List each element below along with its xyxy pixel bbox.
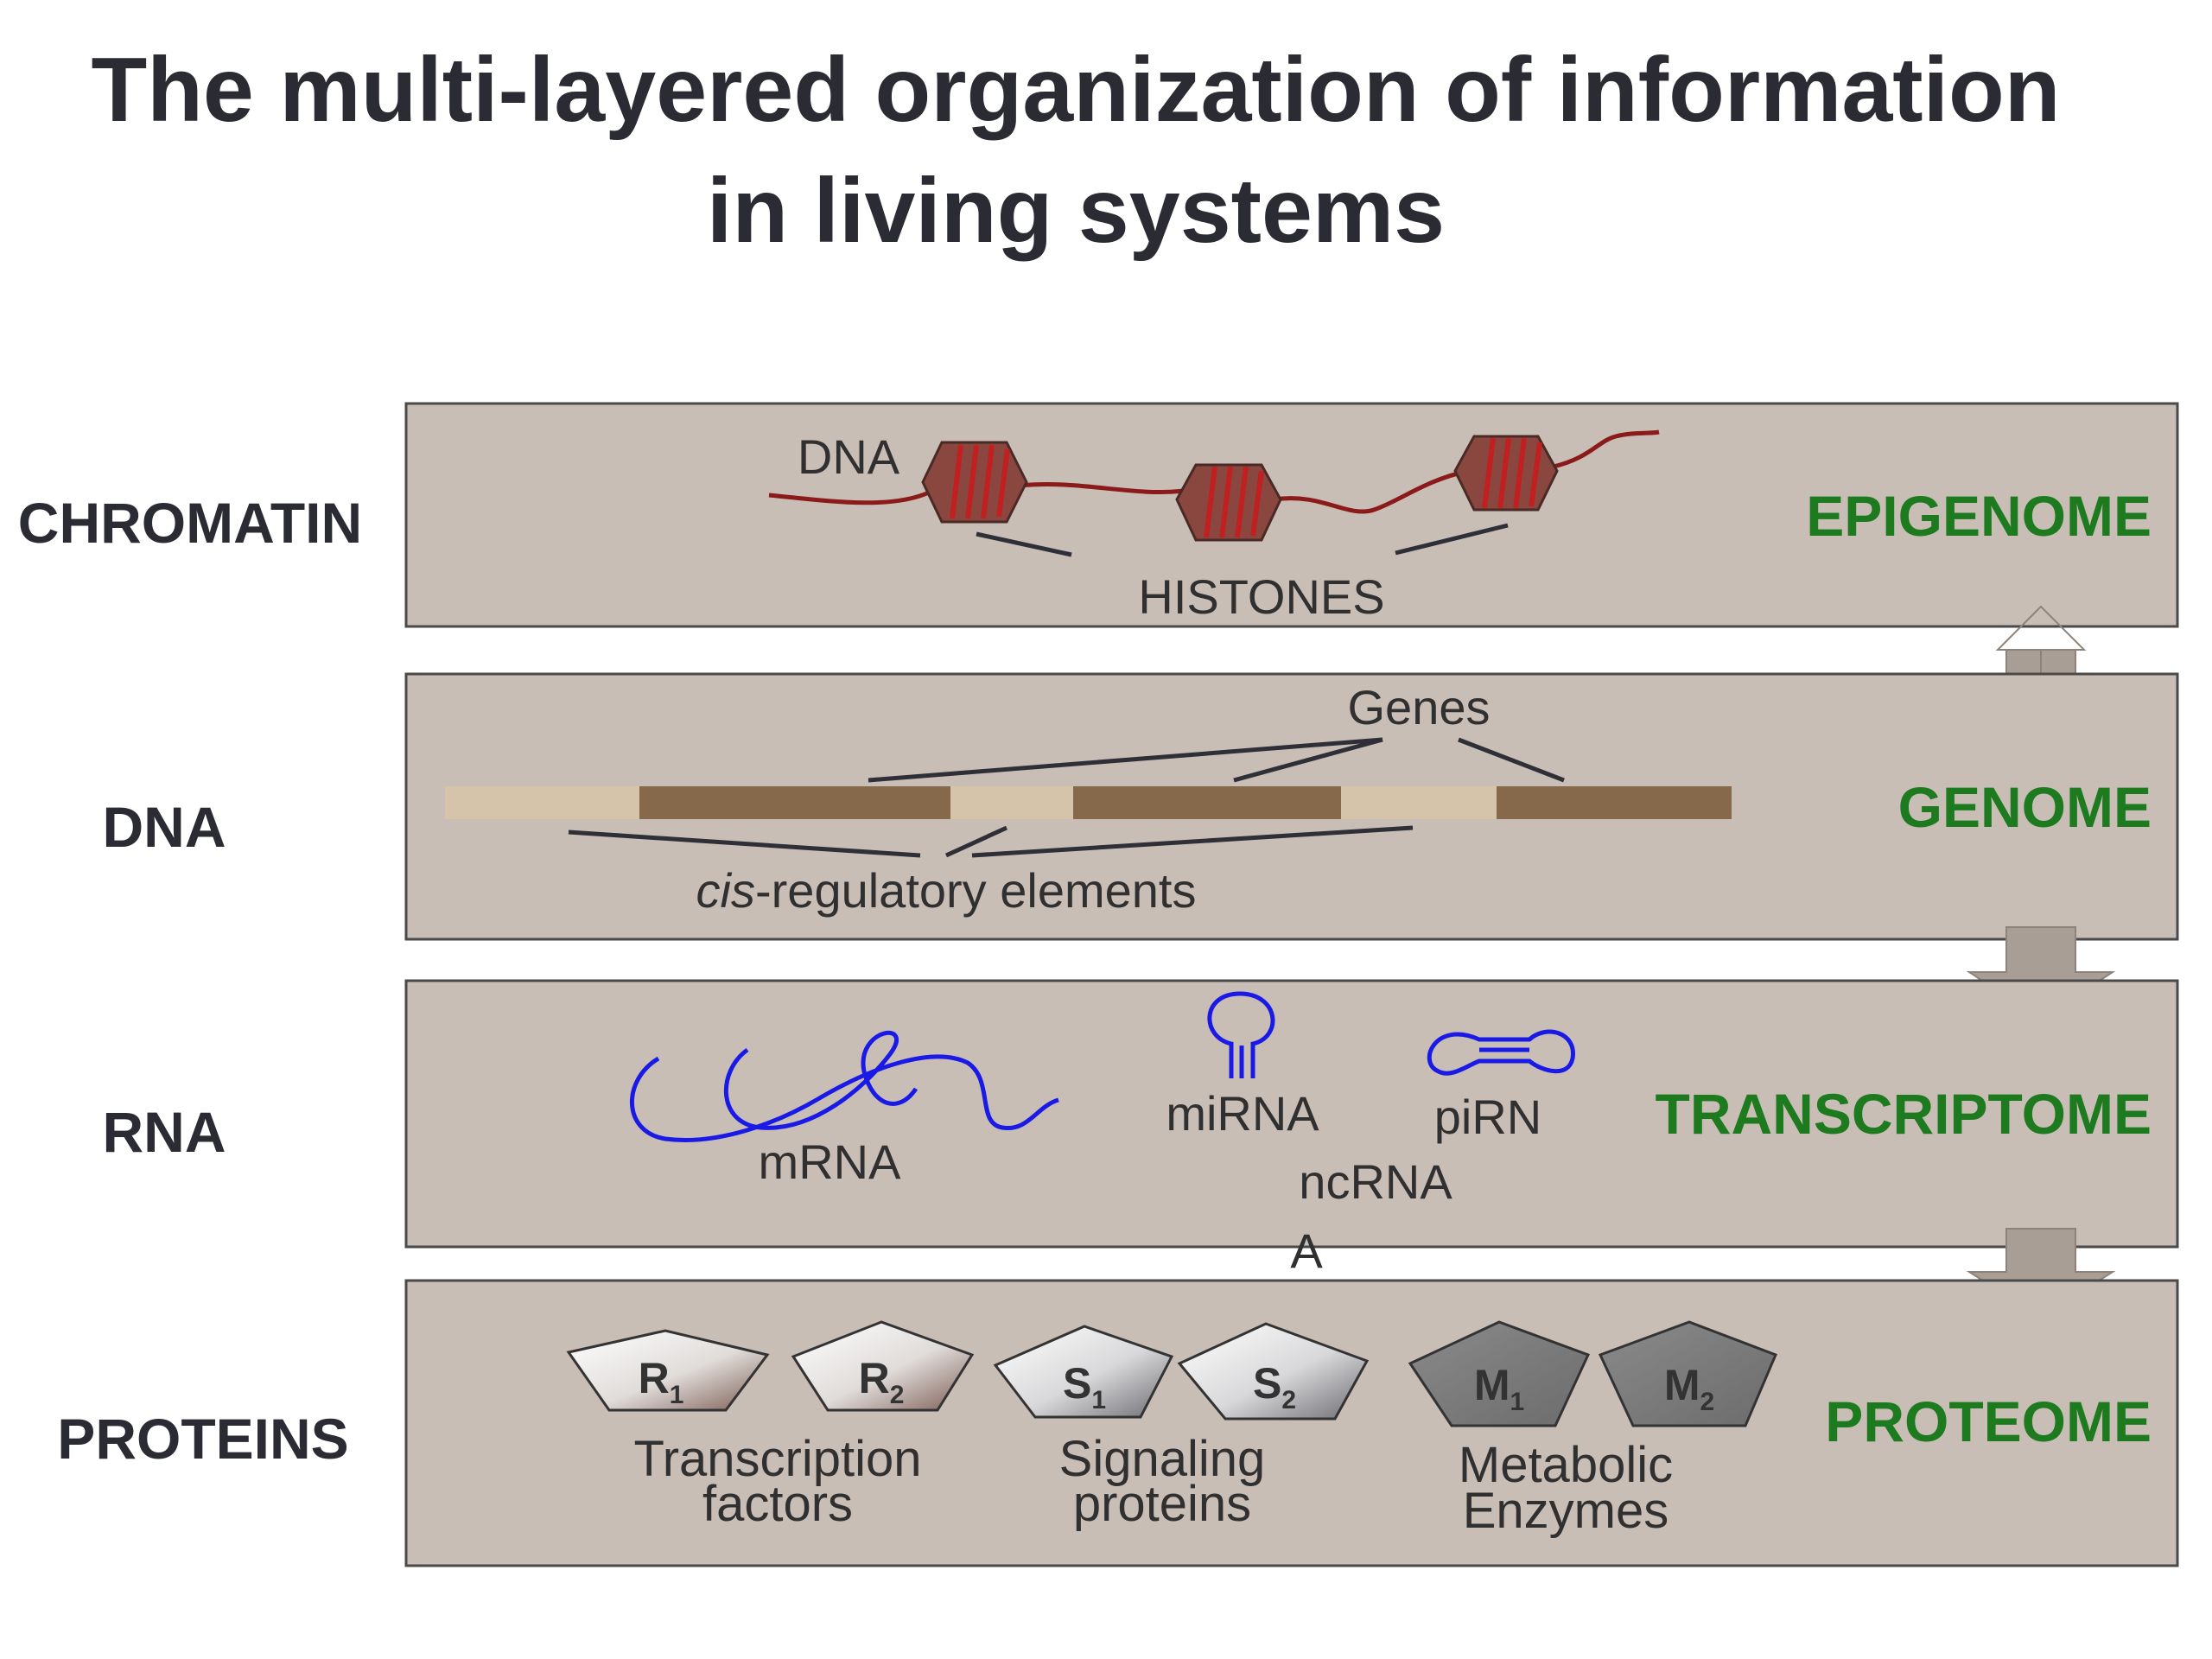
regulatory-segment-3 bbox=[1341, 786, 1497, 819]
svg-text:M1: M1 bbox=[1474, 1361, 1524, 1416]
chromatin-layer: CHROMATIN EPIGENOME DNA HISTONES bbox=[18, 402, 2179, 628]
svg-text:R1: R1 bbox=[639, 1354, 684, 1409]
metabolic-enzymes-label-line-2: Enzymes bbox=[1463, 1483, 1669, 1539]
transcription-factors-label-line-1: Transcription bbox=[633, 1431, 921, 1487]
pirna-label: piRN bbox=[1434, 1090, 1541, 1144]
protein-r2: R2 bbox=[791, 1320, 975, 1412]
gene-block-3 bbox=[1497, 786, 1732, 819]
transcriptome-label: TRANSCRIPTOME bbox=[1656, 1082, 2152, 1146]
svg-text:S2: S2 bbox=[1253, 1359, 1296, 1414]
cis-regulatory-label: cis-regulatory elements bbox=[696, 863, 1197, 918]
epigenome-label: EPIGENOME bbox=[1806, 484, 2152, 548]
svg-text:S1: S1 bbox=[1063, 1359, 1106, 1414]
signaling-proteins-label-line-2: proteins bbox=[1073, 1476, 1251, 1532]
genes-pointer-1 bbox=[868, 737, 1383, 783]
chromatin-dna-label: DNA bbox=[798, 429, 900, 484]
transcription-factors-label-line-2: factors bbox=[702, 1476, 853, 1532]
gene-block-2 bbox=[1073, 786, 1341, 819]
proteins-panel bbox=[404, 1279, 2179, 1567]
mirna-hairpin bbox=[1207, 991, 1275, 1078]
dna-level-label: DNA bbox=[103, 795, 226, 859]
rna-level-label: RNA bbox=[103, 1100, 226, 1164]
mirna-label: miRNA bbox=[1166, 1086, 1319, 1141]
rna-panel bbox=[404, 979, 2179, 1249]
protein-m1: M1 bbox=[1408, 1320, 1591, 1427]
svg-text:M2: M2 bbox=[1664, 1361, 1714, 1416]
metabolic-enzymes-label-line-1: Metabolic bbox=[1459, 1437, 1673, 1493]
mrna-label: mRNA bbox=[759, 1135, 902, 1189]
cis-pointer-3 bbox=[971, 825, 1414, 858]
genome-label: GENOME bbox=[1898, 775, 2152, 839]
cis-pointer-2 bbox=[944, 825, 1008, 858]
proteins-layer: PROTEINS PROTEOME R1 R2 S1 S2 M1 M2 Tran… bbox=[57, 1279, 2179, 1567]
protein-s2: S2 bbox=[1177, 1322, 1370, 1421]
pirna-label-wrap: A bbox=[1290, 1224, 1323, 1278]
diagram-title-line-2: in living systems bbox=[707, 160, 1445, 262]
mrna-strand-loop bbox=[723, 1030, 918, 1130]
protein-m2: M2 bbox=[1598, 1320, 1777, 1427]
protein-r1: R1 bbox=[566, 1329, 770, 1412]
genes-label: Genes bbox=[1348, 680, 1491, 734]
chromatin-level-label: CHROMATIN bbox=[18, 491, 362, 555]
pirna-dumbbell bbox=[1427, 1029, 1575, 1076]
genes-pointer-2 bbox=[1233, 737, 1383, 783]
chromatin-panel bbox=[404, 402, 2179, 628]
svg-text:R2: R2 bbox=[859, 1354, 905, 1409]
histone-3 bbox=[1453, 435, 1559, 512]
chromatin-dna-strand bbox=[768, 429, 1660, 514]
ncrna-label: ncRNA bbox=[1299, 1154, 1452, 1209]
protein-s1: S1 bbox=[993, 1325, 1174, 1419]
cis-pointer-1 bbox=[568, 830, 921, 858]
histone-pointer-left bbox=[976, 531, 1072, 557]
histone-pointer-right bbox=[1395, 523, 1509, 556]
regulatory-segment-2 bbox=[950, 786, 1073, 819]
diagram-title-line-1: The multi-layered organization of inform… bbox=[91, 39, 2060, 141]
regulatory-segment-1 bbox=[445, 786, 639, 819]
rna-layer: RNA TRANSCRIPTOME mRNA miRNA piRN ncRNA bbox=[103, 979, 2179, 1249]
histone-2 bbox=[1175, 463, 1282, 542]
proteome-label: PROTEOME bbox=[1825, 1389, 2152, 1453]
genes-pointer-3 bbox=[1458, 737, 1565, 783]
dna-layer: DNA GENOME Genes cis-regulatory elements bbox=[103, 672, 2179, 941]
gene-block-1 bbox=[639, 786, 950, 819]
histones-label: HISTONES bbox=[1138, 569, 1384, 624]
signaling-proteins-label-line-1: Signaling bbox=[1059, 1431, 1266, 1487]
proteins-level-label: PROTEINS bbox=[57, 1407, 348, 1471]
histone-1 bbox=[921, 441, 1028, 524]
